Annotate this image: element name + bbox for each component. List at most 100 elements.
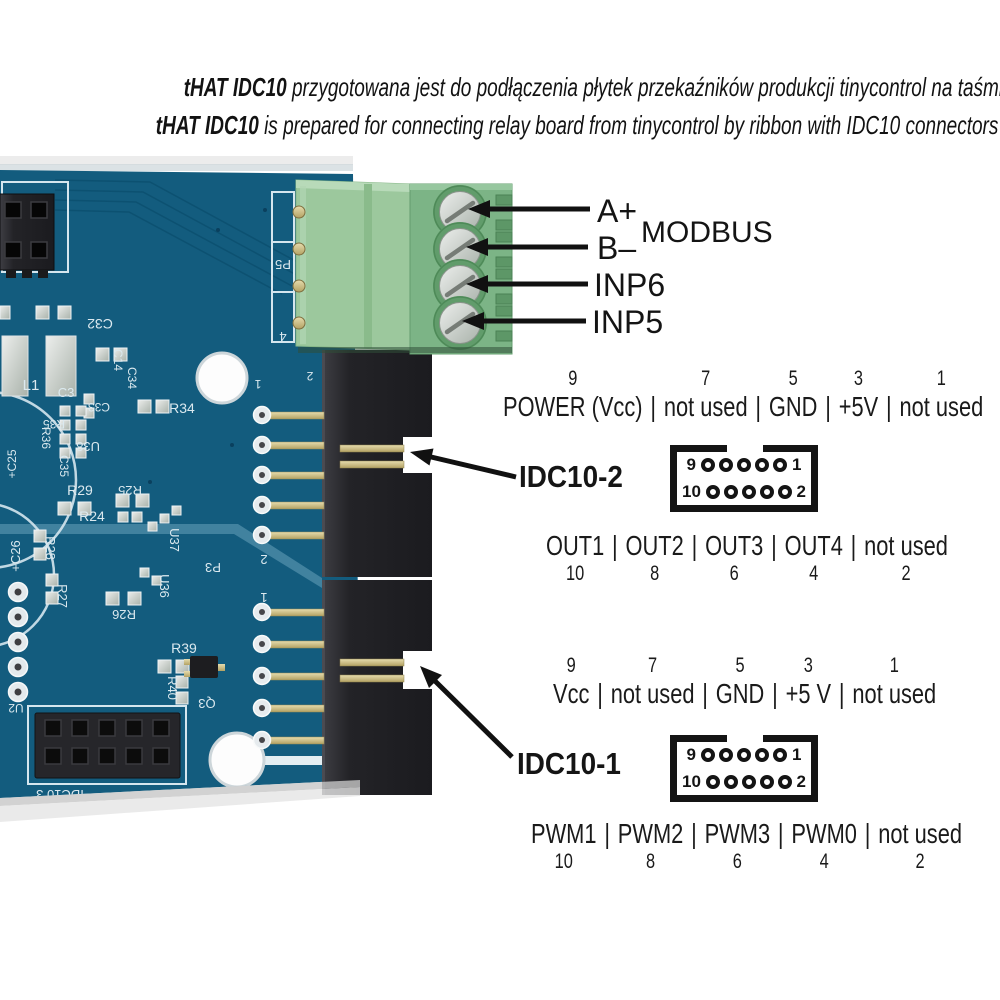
transistor-q3 <box>184 656 225 678</box>
silkscreen-label: U38 <box>76 439 100 454</box>
pin-label: POWER (Vcc) <box>503 391 643 422</box>
pin-label: not used <box>663 391 748 422</box>
silkscreen-label: C3 <box>58 385 75 400</box>
silkscreen-labels: C32 L1 C3 C14 C34 C33 R34 R35 R36 C35 +C… <box>5 257 313 802</box>
pin-number: 3 <box>803 654 813 677</box>
board-shadow <box>0 787 360 822</box>
pin-number: 8 <box>650 562 660 585</box>
smd-pads <box>0 305 190 705</box>
silkscreen-label: 2 <box>306 369 313 383</box>
connector-pin <box>339 674 405 683</box>
brand-name: tHAT IDC10 <box>155 110 259 140</box>
header-line-pl: tHAT IDC10 przygotowana jest do podłącze… <box>0 72 1000 103</box>
header-line-en: tHAT IDC10 is prepared for connecting re… <box>0 110 1000 141</box>
terminal-label-inp6: INP6 <box>594 267 666 303</box>
terminal-label-b-minus: B– <box>597 230 637 266</box>
terminal-label-inp5: INP5 <box>592 304 664 340</box>
pcb-details: C32 L1 C3 C14 C34 C33 R34 R35 R36 C35 +C… <box>0 179 322 802</box>
idc10-2-connector <box>322 350 432 577</box>
pin-label: +5V <box>838 391 879 422</box>
pin-number: 6 <box>729 562 739 585</box>
pin-label: not used <box>899 391 984 422</box>
inductor-pad <box>1 335 29 397</box>
idc10-1-connector <box>322 580 432 795</box>
silkscreen-label: R27 <box>55 584 70 608</box>
pin-number: 5 <box>735 654 745 677</box>
silkscreen-label: R40 <box>165 676 180 700</box>
silkscreen-label: U37 <box>167 528 182 552</box>
pin-dot <box>723 774 738 789</box>
pin-dot <box>723 484 738 499</box>
silkscreen-label: C33 <box>88 400 110 414</box>
silkscreen-label: 2 <box>260 552 267 567</box>
pin-label: not used <box>864 530 948 561</box>
pin-label: PWM1 <box>531 818 597 849</box>
pin-label: not used <box>610 678 695 709</box>
pin-number: 9 <box>568 367 578 390</box>
inductor-pad <box>45 335 77 397</box>
through-hole-pads <box>7 581 29 703</box>
pin-dot <box>759 484 774 499</box>
pin-dot <box>741 774 756 789</box>
pin-number: 7 <box>648 654 658 677</box>
silkscreen-label: +C26 <box>8 540 23 571</box>
terminal-pin <box>292 242 306 256</box>
pin-header-top-left <box>0 193 55 278</box>
silkscreen-label: U2 <box>8 701 24 715</box>
modbus-group-label: MODBUS <box>641 216 773 249</box>
connector-pin <box>339 658 405 667</box>
pin-label: Vcc <box>553 678 590 709</box>
silkscreen-label: R36 <box>39 427 53 449</box>
separator: | <box>597 678 603 709</box>
pin-label: OUT4 <box>784 530 843 561</box>
pin-label: +5 V <box>785 678 832 709</box>
pin-label: OUT2 <box>625 530 684 561</box>
silkscreen-label: 1 <box>260 590 267 605</box>
diagram-pin-number: 9 <box>686 745 696 765</box>
terminal-pin <box>292 279 306 293</box>
separator: | <box>650 391 657 422</box>
solder-pins <box>252 405 325 750</box>
pin-number: 9 <box>566 654 576 677</box>
silkscreen-label: L1 <box>23 377 40 394</box>
pin-number: 4 <box>819 850 829 873</box>
silkscreen-label: 4 <box>279 329 286 344</box>
terminal-screws <box>433 185 513 350</box>
mounting-hole <box>195 351 249 405</box>
diagram-pin-number: 10 <box>682 771 701 791</box>
pin-dot <box>773 748 787 763</box>
pin-number: 2 <box>901 562 911 585</box>
silkscreen-label: R28 <box>43 536 58 560</box>
silkscreen-label: U36 <box>157 574 172 598</box>
silkscreen-label: +C25 <box>5 449 19 478</box>
pin-number: 1 <box>936 367 946 390</box>
silkscreen-label: IDC10 3 <box>36 787 84 802</box>
silkscreen-bar <box>228 756 322 765</box>
separator: | <box>864 818 871 849</box>
silkscreen-label: R25 <box>118 483 142 498</box>
pin-label: OUT3 <box>705 530 764 561</box>
silkscreen-label: 1 <box>254 377 261 391</box>
photo-edge-fade <box>0 164 353 171</box>
separator: | <box>771 530 777 561</box>
pin-number: 3 <box>853 367 863 390</box>
silkscreen-label: R29 <box>67 482 93 498</box>
terminal-label-a-plus: A+ <box>597 193 638 229</box>
pin-dot <box>719 458 733 473</box>
silkscreen-arc <box>0 390 78 570</box>
silkscreen-outline <box>27 191 295 785</box>
vias <box>148 208 267 484</box>
silkscreen-label: C14 <box>111 349 125 371</box>
idc10-3-socket <box>34 712 181 779</box>
board-shadow <box>0 780 360 806</box>
idc10-2-name: IDC10-2 <box>519 459 623 494</box>
silkscreen-label: C34 <box>125 367 139 389</box>
pin-dot <box>741 484 756 499</box>
pin-dot <box>759 774 774 789</box>
terminal-pin <box>292 316 306 330</box>
pin-dot <box>701 458 715 473</box>
pin-dot <box>705 484 720 499</box>
separator: | <box>755 391 762 422</box>
